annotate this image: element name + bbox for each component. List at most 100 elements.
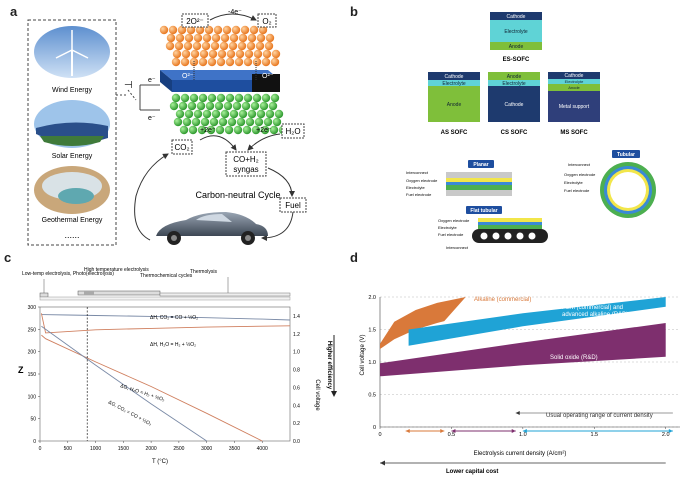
oxygen-electrode-particle (247, 33, 257, 43)
es-electrolyte: Electrolyte (504, 29, 528, 35)
fuel-electrode-particle (254, 117, 264, 127)
oxygen-electrode-particle (243, 57, 253, 67)
cell-stack (159, 25, 288, 135)
panel-b-figure: Cathode Electrolyte Anode ES-SOFC Cathod… (406, 12, 656, 250)
oxygen-electrode-particle (174, 41, 184, 51)
d-y-axis-label: Cell voltage (V) (360, 334, 366, 375)
fuel-electrode-particle (191, 117, 201, 127)
tubular-label-2: Electrolyte (564, 180, 583, 185)
oxygen-electrode-particle (166, 33, 176, 43)
plus-2e-left: +2e⁻ (200, 127, 216, 134)
oxygen-electrode-particle (228, 41, 238, 51)
tubular-label-1: Oxygen electrode (564, 172, 596, 177)
electrolyte-dark-block (252, 74, 280, 92)
range-arrowhead-left-2 (522, 429, 527, 433)
ellipsis-text: ...... (64, 230, 79, 240)
y-tick-label: 300 (28, 305, 37, 311)
oxygen-electrode-particle (265, 33, 275, 43)
ms-cathode: Cathode (565, 73, 584, 79)
y-axis-label: Z (18, 365, 24, 375)
wind-energy-label: Wind Energy (52, 87, 93, 94)
oxygen-electrode-particle (217, 49, 227, 59)
oxygen-electrode-particle (208, 49, 218, 59)
fuel-electrode-particle (227, 117, 237, 127)
category-label-3: Thermolysis (190, 269, 217, 275)
fuel-electrode-particle (242, 125, 252, 135)
es-sofc-diagram (490, 12, 542, 50)
planar-title-box (468, 160, 494, 168)
cs-anode: Anode (507, 74, 522, 80)
fuel-electrode-particle (268, 101, 278, 111)
tubular-rings (600, 162, 656, 218)
fuel-electrode-particle (270, 93, 280, 103)
d-x-axis-label: Electrolysis current density (A/cm²) (474, 451, 567, 457)
x-tick-label: 3500 (229, 446, 240, 452)
oxygen-electrode-particle (195, 25, 205, 35)
oxygen-electrode-particle (237, 41, 247, 51)
oxygen-electrode-particle (271, 49, 281, 59)
flat-tubular-title: Flat tubular (470, 208, 497, 214)
fuel-electrode-particle (223, 101, 233, 111)
series-line-1 (40, 313, 291, 334)
y2-tick-label: 1.2 (293, 332, 300, 338)
electron-label-top: e⁻ (148, 77, 156, 84)
category-range-bars (39, 277, 291, 301)
fuel-electrode-particle (263, 117, 273, 127)
range-arrowhead-left-1 (451, 429, 456, 433)
d-x-tick-label: 0.5 (448, 432, 456, 438)
oxygen-electrode-particle (192, 41, 202, 51)
fuel-electrode-particle (197, 125, 207, 135)
x-tick-label: 500 (64, 446, 73, 452)
fuel-electrode-particle (256, 109, 266, 119)
fuel-electrode-particle (200, 117, 210, 127)
fuel-electrode-particle (224, 125, 234, 135)
flat-tubular-stack (472, 218, 548, 243)
oxygen-electrode-particle (238, 33, 248, 43)
fuel-electrode-particle (238, 109, 248, 119)
oxygen-electrode-particle (235, 49, 245, 59)
range-arrowhead-right-2 (668, 429, 673, 433)
as-electrolyte: Electrolyte (442, 81, 466, 87)
cs-sofc-diagram (488, 72, 540, 122)
carbon-neutral-cycle-label: Carbon-neutral Cycle (195, 190, 280, 200)
x-tick-label: 3000 (201, 446, 212, 452)
tubular-label-0: Interconnect (568, 162, 591, 167)
category-label-1: High temperature electrolysis (84, 267, 149, 273)
fuel-electrode-particle (206, 125, 216, 135)
panel-label-d: d (350, 250, 358, 265)
oxygen-electrode-particle (186, 25, 196, 35)
operating-range-arrowhead (515, 411, 520, 415)
fuel-electrode-particle (175, 109, 185, 119)
oxygen-electrode-particle (219, 41, 229, 51)
planar-label-0: Interconnect (406, 170, 429, 175)
flat-label-2: Fuel electrode (438, 232, 464, 237)
fuel-electrode-particle (205, 101, 215, 111)
oxygen-electrode-particle (177, 25, 187, 35)
panel-label-b: b (350, 4, 358, 19)
fuel-electrode-particle (196, 101, 206, 111)
h2o-text: H₂O (285, 127, 300, 136)
energy-sources-box (27, 19, 117, 246)
fuel-electrode-particle (232, 101, 242, 111)
planar-stack (446, 172, 512, 196)
d-series-label-0: Alkaline (commercial) (474, 297, 531, 303)
series-label-0: ΔH, CO₂ = CO + ½O₂ (150, 314, 198, 321)
d-series-label-1b: advanced alkaline (R&D) (562, 312, 628, 318)
d-x-tick-label: 1.5 (590, 432, 598, 438)
y-tick-label: 100 (28, 394, 37, 400)
oxygen-electrode-particle (253, 49, 263, 59)
planar-title: Planar (473, 162, 488, 168)
d-x-tick-label: 0 (378, 432, 381, 438)
fuel-electrode-particle (187, 101, 197, 111)
fuel-electrode-particle (180, 93, 190, 103)
d-y-tick-label: 1.0 (368, 360, 376, 366)
cs-cathode: Cathode (505, 102, 524, 108)
fuel-electrode-particle (193, 109, 203, 119)
tubular-label-3: Fuel electrode (564, 188, 590, 193)
oxygen-electrode-particle (180, 57, 190, 67)
fuel-electrode-particle (211, 109, 221, 119)
oxygen-electrode-particle (175, 33, 185, 43)
y-tick-label: 50 (30, 417, 36, 423)
category-label-0: Low-temp electrolysis, Photo(electrolysi… (22, 271, 114, 277)
